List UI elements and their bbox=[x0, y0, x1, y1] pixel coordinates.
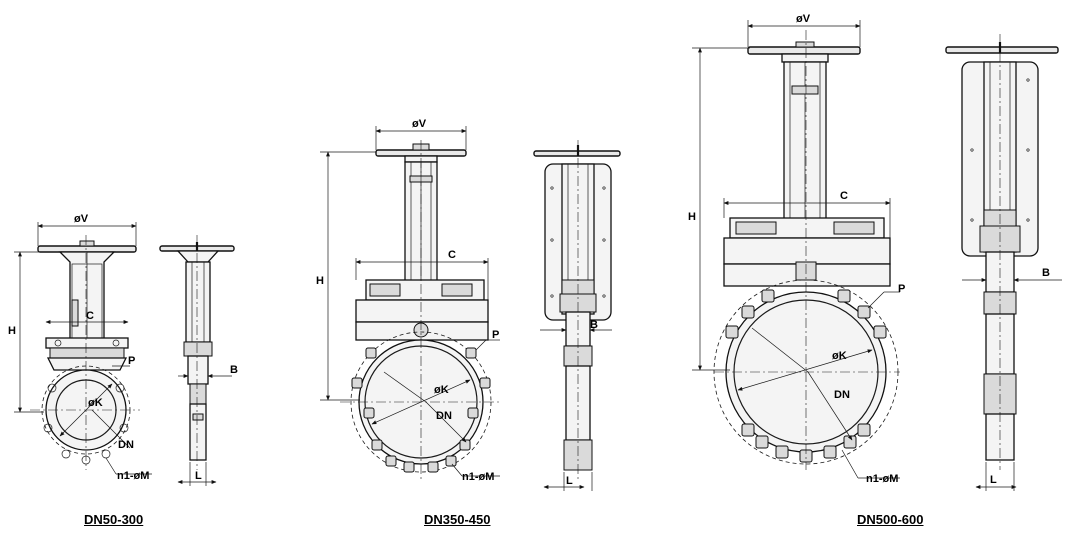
label-c-medium: C bbox=[448, 249, 456, 261]
label-dn-large: DN bbox=[834, 389, 850, 401]
label-b-large: B bbox=[1042, 267, 1050, 279]
label-ov-small: øV bbox=[74, 213, 89, 225]
label-ov-medium: øV bbox=[412, 118, 427, 130]
medium-valve-side-view bbox=[533, 140, 621, 491]
dimension-labels: øV H C P øK DN n1-øM B L øV H C P øK DN … bbox=[8, 13, 1050, 487]
small-valve-side-view bbox=[159, 235, 235, 486]
label-l-small: L bbox=[195, 470, 202, 482]
label-ok-large: øK bbox=[832, 350, 847, 362]
label-h-small: H bbox=[8, 325, 16, 337]
label-l-large: L bbox=[990, 474, 997, 486]
label-l-medium: L bbox=[566, 475, 573, 487]
label-ov-large: øV bbox=[796, 13, 811, 25]
large-valve-side-view bbox=[945, 34, 1062, 491]
label-b-medium: B bbox=[590, 319, 598, 331]
caption-large: DN500-600 bbox=[857, 512, 924, 527]
small-valve-front-view bbox=[14, 222, 152, 475]
label-n1m-large: n1-øM bbox=[866, 473, 898, 485]
label-n1m-medium: n1-øM bbox=[462, 471, 494, 483]
label-p-large: P bbox=[898, 283, 905, 295]
label-ok-small: øK bbox=[88, 397, 103, 409]
label-c-large: C bbox=[840, 190, 848, 202]
medium-valve-front-view bbox=[320, 126, 500, 480]
label-n1m-small: n1-øM bbox=[117, 470, 149, 482]
label-dn-small: DN bbox=[118, 439, 134, 451]
label-h-medium: H bbox=[316, 275, 324, 287]
label-h-large: H bbox=[688, 211, 696, 223]
label-ok-medium: øK bbox=[434, 384, 449, 396]
label-p-medium: P bbox=[492, 329, 499, 341]
label-dn-medium: DN bbox=[436, 410, 452, 422]
caption-medium: DN350-450 bbox=[424, 512, 491, 527]
label-p-small: P bbox=[128, 355, 135, 367]
label-c-small: C bbox=[86, 310, 94, 322]
caption-small: DN50-300 bbox=[84, 512, 144, 527]
label-b-small: B bbox=[230, 364, 238, 376]
large-valve-front-view bbox=[692, 20, 900, 479]
